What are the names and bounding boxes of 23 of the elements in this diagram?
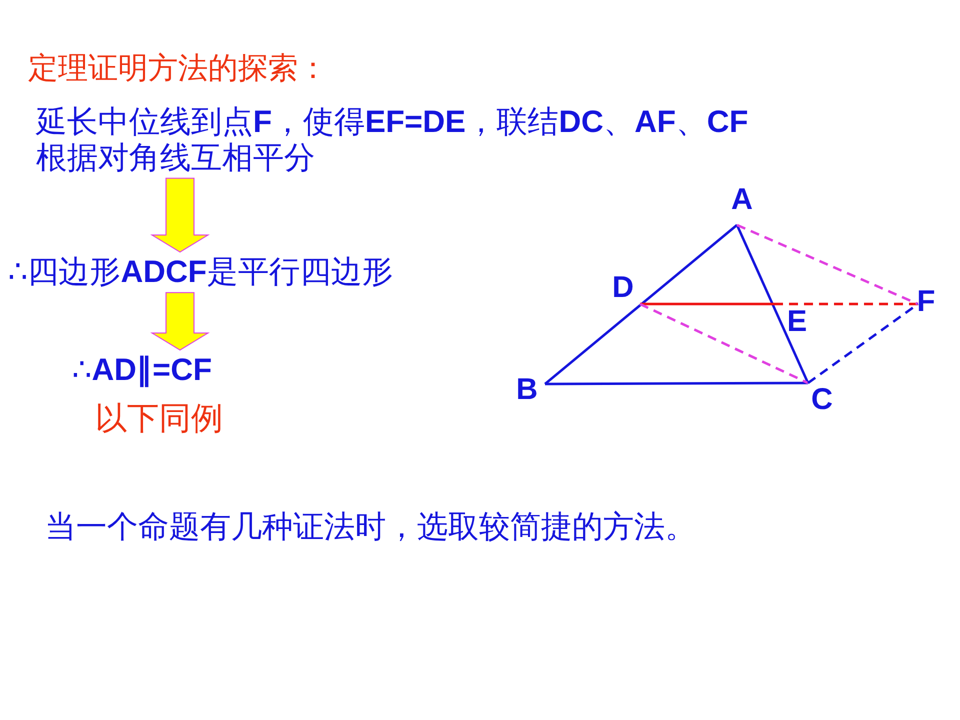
- segment: [736, 224, 810, 384]
- step-text: ∴AD∥=CF: [72, 352, 212, 389]
- step-text: 延长中位线到点F，使得EF=DE，联结DC、AF、CF: [36, 104, 748, 141]
- dashed-segment: [736, 224, 918, 306]
- step-text: ∴四边形ADCF是平行四边形: [8, 254, 393, 291]
- dashed-segment: [807, 302, 919, 384]
- conclusion-text: 当一个命题有几种证法时，选取较简捷的方法。: [45, 510, 696, 546]
- block-arrow: [150, 292, 210, 351]
- segment: [640, 302, 774, 306]
- point-label: F: [916, 287, 936, 317]
- step-text: 根据对角线互相平分: [36, 140, 316, 176]
- block-arrow: [150, 178, 210, 253]
- point-label: E: [787, 307, 807, 337]
- note-text: 以下同例: [95, 400, 223, 437]
- dashed-segment: [639, 302, 809, 384]
- dashed-segment: [774, 302, 918, 306]
- point-label: C: [811, 385, 833, 415]
- segment: [545, 382, 808, 386]
- point-label: D: [612, 273, 634, 303]
- point-label: B: [516, 375, 538, 405]
- title: 定理证明方法的探索：: [28, 52, 328, 86]
- segment: [544, 224, 738, 385]
- point-label: A: [731, 185, 753, 215]
